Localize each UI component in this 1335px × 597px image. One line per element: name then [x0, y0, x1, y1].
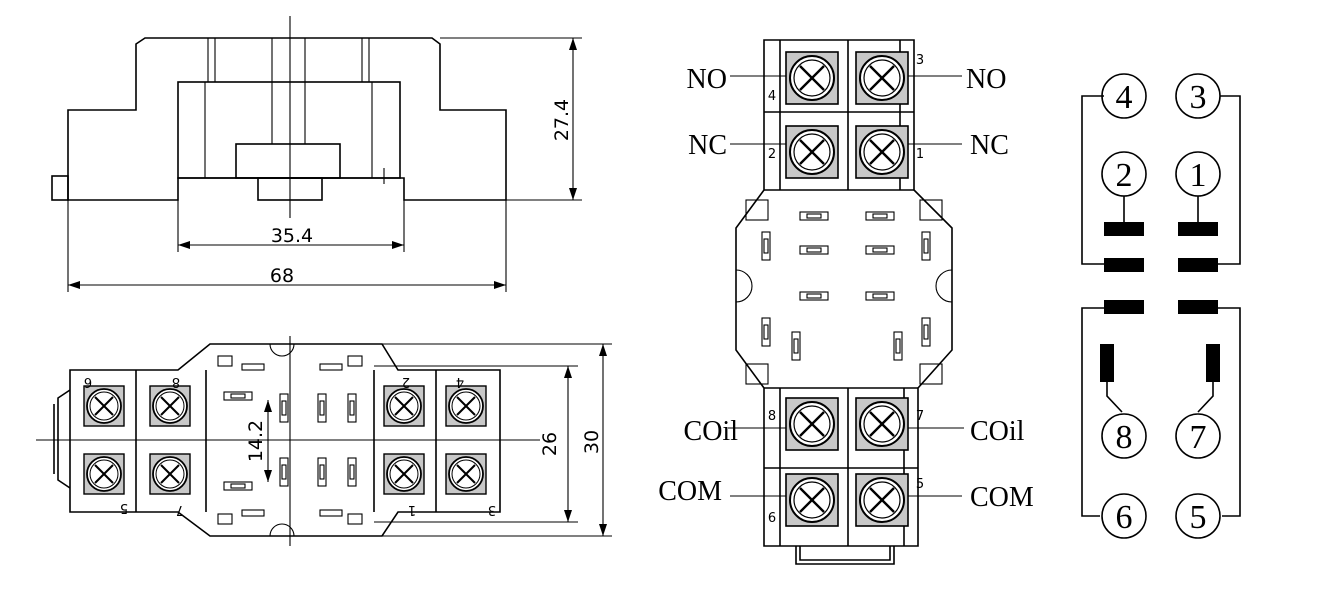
dim-27-4: 27.4	[551, 99, 573, 141]
side-view: 27.4 35.4 68	[51, 16, 582, 292]
pin-number-6: 6	[1116, 499, 1133, 536]
wiring-schematic: 4 3 2 1 8 7 6 5	[1081, 73, 1241, 539]
pin-circle-4: 4	[1101, 73, 1147, 119]
bottom-num-1: 1	[408, 502, 416, 517]
bottom-num-6: 6	[84, 374, 92, 389]
label-no-right: NO	[966, 64, 1006, 95]
bottom-num-8: 8	[172, 374, 180, 389]
pin-number-1: 1	[1190, 157, 1207, 194]
bottom-num-2: 2	[402, 374, 410, 389]
socket-num-5: 5	[916, 477, 924, 492]
label-nc-left: NC	[688, 130, 727, 161]
pin-circle-5: 5	[1175, 493, 1221, 539]
label-nc-right: NC	[970, 130, 1009, 161]
socket-num-2: 2	[768, 147, 776, 162]
pin-circle-6: 6	[1101, 493, 1147, 539]
label-com-right: COM	[970, 482, 1034, 513]
socket-num-8: 8	[768, 409, 776, 424]
pin-number-3: 3	[1190, 79, 1207, 116]
pin-circle-2: 2	[1101, 151, 1147, 197]
pin-circle-3: 3	[1175, 73, 1221, 119]
socket-num-6: 6	[768, 511, 776, 526]
label-coil-right: COil	[970, 416, 1025, 447]
socket-num-4: 4	[768, 89, 776, 104]
pin-number-8: 8	[1116, 419, 1133, 456]
dim-30: 30	[581, 430, 603, 454]
socket-num-1: 1	[916, 147, 924, 162]
label-com-left: COM	[658, 476, 722, 507]
dim-35-4: 35.4	[271, 225, 313, 247]
top-view: 4 3 2 1 8 7 6 5 NO NO NC NC COil COil CO…	[658, 39, 1034, 565]
pin-circle-7: 7	[1175, 413, 1221, 459]
label-no-left: NO	[687, 64, 727, 95]
pin-number-7: 7	[1190, 419, 1207, 456]
dim-14-2: 14.2	[245, 420, 267, 462]
label-coil-left: COil	[684, 416, 739, 447]
pin-number-4: 4	[1116, 79, 1133, 116]
dim-26: 26	[539, 432, 561, 456]
bottom-num-7: 7	[176, 502, 184, 517]
dim-68: 68	[270, 265, 294, 287]
pin-number-2: 2	[1116, 157, 1133, 194]
socket-num-7: 7	[916, 409, 924, 424]
bottom-num-3: 3	[488, 502, 496, 517]
bottom-num-4: 4	[456, 374, 464, 389]
pin-circle-1: 1	[1175, 151, 1221, 197]
socket-num-3: 3	[916, 53, 924, 68]
pin-number-5: 5	[1190, 499, 1207, 536]
pin-circle-8: 8	[1101, 413, 1147, 459]
bottom-view: 6 8 2 4 5 7 1 3 14.2 26 30	[36, 336, 612, 546]
bottom-num-5: 5	[120, 500, 128, 515]
